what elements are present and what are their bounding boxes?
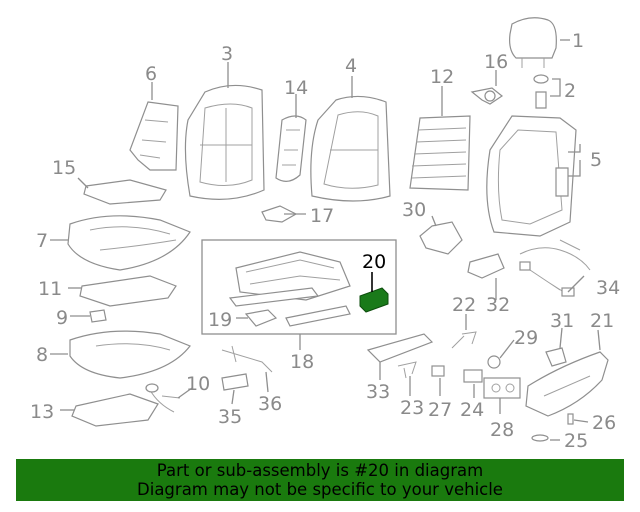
part-29-knob [487,355,501,369]
callout-18: 18 [290,351,314,373]
part-17-bracket [261,205,298,223]
part-33-trim [366,333,434,363]
part-15-plate [83,179,167,205]
part-7-cushion-cover [67,215,191,271]
part-31-bracket [545,347,567,367]
part-20-switch [359,287,389,313]
part-27-switch [431,365,445,377]
part-35-bracket [221,373,249,391]
callout-32: 32 [486,294,510,316]
callout-11: 11 [38,278,62,300]
callout-5: 5 [590,149,602,171]
callout-17: 17 [310,205,334,227]
part-12-spring-mat [409,115,471,191]
part-21-shield [525,351,609,417]
part-6-back-panel [129,101,179,171]
leader-lines [50,39,601,441]
part-30-cover [419,221,463,255]
part-22-lever [451,331,477,349]
part-32-bracket [467,253,505,279]
callout-15: 15 [52,157,76,179]
part-10-harness [145,383,181,413]
callout-14: 14 [284,77,308,99]
part-13-base [71,393,159,427]
info-banner: Part or sub-assembly is #20 in diagram D… [16,459,624,501]
callout-22: 22 [452,294,476,316]
part-16-knob [470,87,504,105]
part-3-back-cover [184,84,265,200]
callout-20: 20 [362,251,386,273]
callout-30: 30 [402,199,426,221]
part-28-panel [483,377,521,399]
part-2-guides [533,74,549,109]
callout-19: 19 [208,309,232,331]
callout-9: 9 [56,307,68,329]
part-1-headrest [509,17,557,68]
callout-23: 23 [400,397,424,419]
part-19-clip [244,309,278,327]
callout-8: 8 [36,344,48,366]
callout-25: 25 [564,430,588,452]
callout-2: 2 [564,80,576,102]
callout-29: 29 [514,327,538,349]
part-18-box [201,239,397,335]
part-23-clip [397,361,417,379]
part-34-harness [519,239,591,297]
callout-12: 12 [430,66,454,88]
callout-10: 10 [186,373,210,395]
part-5-back-frame [486,115,577,237]
callout-16: 16 [484,51,508,73]
part-14-side-panel [275,115,307,182]
callout-28: 28 [490,419,514,441]
part-8-cushion-pad [69,330,191,379]
part-24-switch [463,369,483,383]
part-36-rail [221,345,273,373]
part-9-pad [89,309,107,323]
callout-4: 4 [345,55,357,77]
callout-7: 7 [36,230,48,252]
banner-line-1: Part or sub-assembly is #20 in diagram [156,461,484,480]
part-11-plate [79,275,177,307]
part-18-track [228,251,351,327]
callout-36: 36 [258,393,282,415]
callout-6: 6 [145,63,157,85]
part-4-back-cushion [310,95,391,202]
callout-3: 3 [221,43,233,65]
banner-line-2: Diagram may not be specific to your vehi… [137,480,503,499]
callout-21: 21 [590,310,614,332]
parts-diagram: 1 2 3 4 5 6 7 8 9 10 11 12 13 14 15 16 1… [30,17,620,452]
part-25-pin [531,434,549,442]
callout-24: 24 [460,399,484,421]
callout-34: 34 [596,277,620,299]
callout-13: 13 [30,401,54,423]
callout-33: 33 [366,381,390,403]
callout-27: 27 [428,399,452,421]
callout-26: 26 [592,412,616,434]
callout-35: 35 [218,406,242,428]
callout-31: 31 [550,310,574,332]
part-26-clip [567,413,574,425]
callout-1: 1 [572,30,584,52]
